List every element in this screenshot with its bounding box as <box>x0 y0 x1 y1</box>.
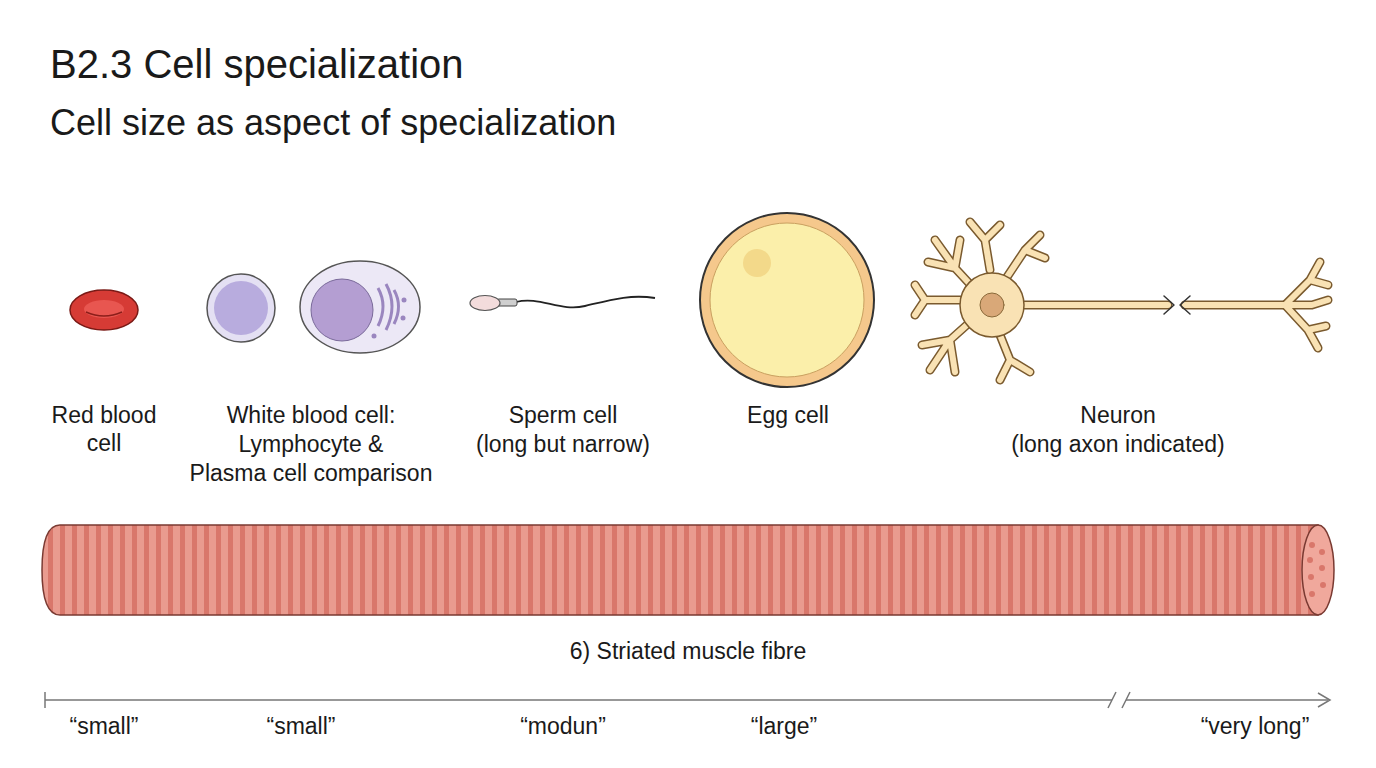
cell-label: White blood cell: <box>227 402 396 430</box>
scale-label: “modun” <box>520 713 606 741</box>
muscle-fibre <box>42 525 1334 615</box>
cell-note: (long axon indicated) <box>1011 431 1225 459</box>
scale-label: “large” <box>751 713 817 741</box>
red-blood-cell <box>70 290 138 330</box>
egg-cell <box>700 213 874 387</box>
cell-label: Lymphocyte & <box>239 431 384 459</box>
scale-label: “small” <box>70 713 139 741</box>
cell-note: (long but narrow) <box>476 431 650 459</box>
scale-label: “very long” <box>1201 713 1310 741</box>
cell-label: Red blood cell <box>42 402 167 457</box>
sperm-cell <box>470 296 655 311</box>
cell-label: Plasma cell comparison <box>190 460 433 488</box>
cell-label: Egg cell <box>747 402 829 430</box>
cell-label: Sperm cell <box>509 402 618 430</box>
cell-label: 6) Striated muscle fibre <box>570 638 806 666</box>
neuron <box>915 222 1328 380</box>
subtitle: Cell size as aspect of specialization <box>50 101 616 144</box>
scale-label: “small” <box>267 713 336 741</box>
plasma-cell <box>300 261 420 353</box>
cell-label: Neuron <box>1080 402 1155 430</box>
lymphocyte <box>207 274 275 342</box>
scale-axis <box>45 692 1330 708</box>
diagram-title: B2.3 Cell specialization <box>50 40 464 88</box>
